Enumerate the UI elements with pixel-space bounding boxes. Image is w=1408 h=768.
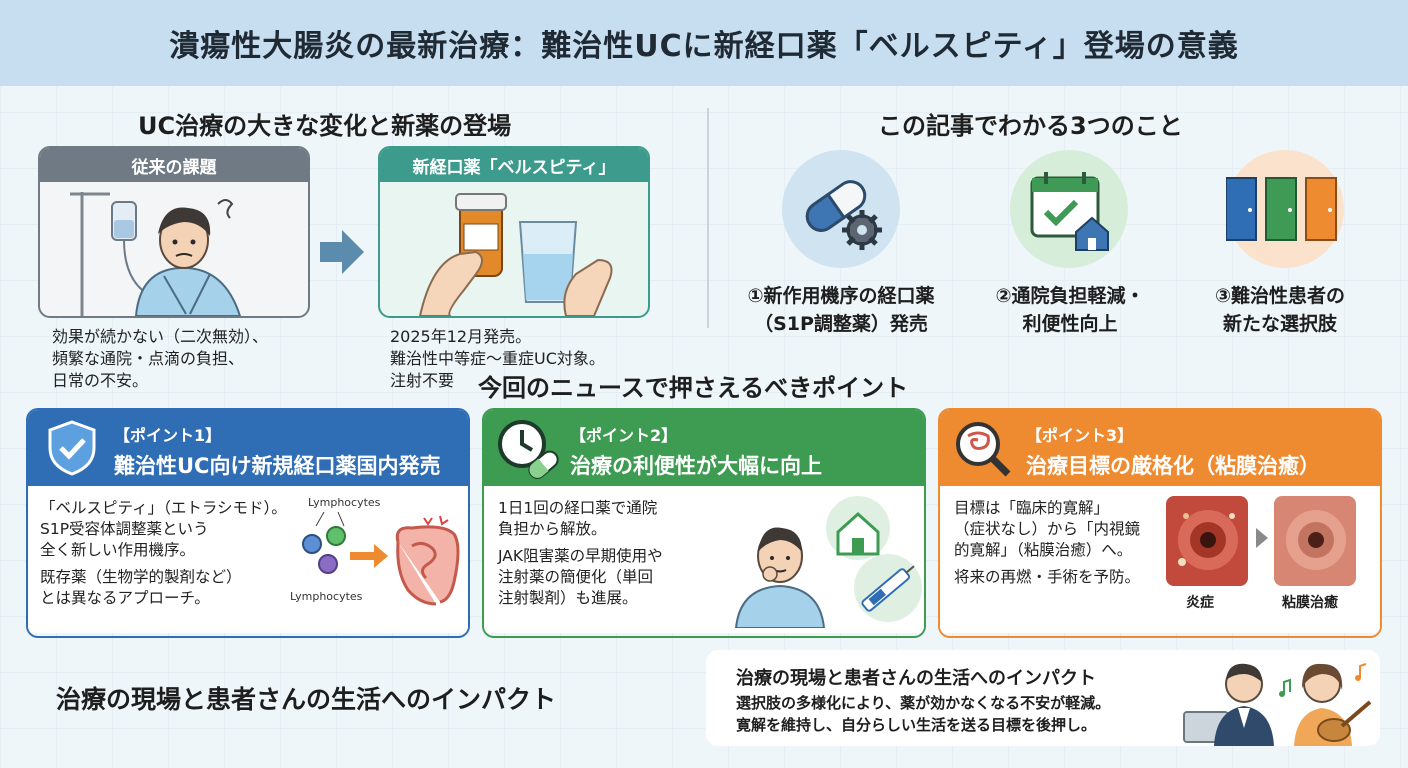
point-1-line: 全く新しい作用機序。 [40,541,196,559]
points-section-title: 今回のニュースで押さえるべきポイント [478,374,909,402]
learn-item-3-line1: ③難治性患者の [1214,285,1346,307]
learn-item-1-line1: ①新作用機序の経口薬 [747,285,935,307]
learn-item-1-line2: （S1P調整薬）発売 [754,313,928,335]
capsule-gear-icon [782,150,900,268]
endoscopy-inflammation-image [1166,496,1248,586]
patient-home-injector-illustration [734,496,922,628]
new-drug-card: 新経口薬「ベルスピティ」 [378,146,650,318]
header-banner: 潰瘍性大腸炎の最新治療：難治性UCに新経口薬「ベルスピティ」登場の意義 [0,0,1408,86]
point-3-line: 将来の再燃・手術を予防。 [954,568,1141,586]
impact-box: 治療の現場と患者さんの生活へのインパクト 選択肢の多様化により、薬が効かなくなる… [706,650,1380,746]
left-section-title: UC治療の大きな変化と新薬の登場 [138,112,512,140]
point-3-label: 【ポイント3】 [1026,426,1134,445]
new-drug-line: 難治性中等症〜重症UC対象。 [390,349,605,368]
arrow-right-icon [320,230,364,274]
point-3-line: 目標は「臨床的寛解」 [954,499,1110,517]
new-drug-label: 新経口薬「ベルスピティ」 [380,148,648,182]
magnifier-intestine-icon [956,422,1011,477]
point-3-title: 治療目標の厳格化（粘膜治癒） [1026,454,1320,478]
learn-item-2-line1: ②通院負担軽減・ [995,285,1145,307]
impact-line: 選択肢の多様化により、薬が効かなくなる不安が軽減。 [736,694,1111,712]
old-issues-line: 日常の不安。 [52,371,149,390]
point-2-line: 1日1回の経口薬で通院 [498,499,658,517]
point-1-line: 「ベルスピティ」（エトラシモド）。 [40,499,287,517]
impact-heading: 治療の現場と患者さんの生活へのインパクト [56,685,557,714]
impact-line: 寛解を維持し、自分らしい生活を送る目標を後押し。 [736,716,1097,734]
section-divider [707,108,709,328]
old-issues-card: 従来の課題 [38,146,310,318]
point-card-3: 【ポイント3】 治療目標の厳格化（粘膜治癒） 目標は「臨床的寛解」 （症状なし）… [938,408,1382,638]
point-card-2: 【ポイント2】 治療の利便性が大幅に向上 1日1回の経口薬で通院 負担から解放。… [482,408,926,638]
point-2-line: JAK阻害薬の早期使用や [498,547,663,565]
doors-icon [1225,150,1344,268]
shield-check-icon [48,420,96,476]
old-issues-line: 頻繁な通院・点滴の負担、 [52,349,245,368]
endoscopy-healed-image [1274,496,1356,586]
learn-item-2: ②通院負担軽減・ 利便性向上 [970,282,1170,338]
old-issues-line: 効果が続かない（二次無効）、 [52,327,269,346]
point-2-label: 【ポイント2】 [570,426,678,445]
mucosal-healing-caption: 粘膜治癒 [1282,595,1338,611]
clock-capsule-icon [498,420,559,479]
page-title: 潰瘍性大腸炎の最新治療：難治性UCに新経口薬「ベルスピティ」登場の意義 [169,29,1239,64]
point-1-line: とは異なるアプローチ。 [40,589,210,607]
learn-item-3: ③難治性患者の 新たな選択肢 [1180,282,1380,338]
pill-bottle-and-water-illustration [418,193,613,316]
new-drug-line: 2025年12月発売。 [390,327,532,346]
point-card-1: 【ポイント1】 難治性UC向け新規経口薬国内発売 「ベルスピティ」（エトラシモド… [26,408,470,638]
point-1-line: S1P受容体調整薬という [40,520,209,538]
lymphocytes-label-top: Lymphocytes [308,496,381,509]
point-1-label: 【ポイント1】 [114,426,222,445]
old-issues-label: 従来の課題 [40,148,308,182]
learn-item-3-line2: 新たな選択肢 [1222,313,1337,335]
impact-box-title: 治療の現場と患者さんの生活へのインパクト [736,668,1096,689]
point-2-line: 注射薬の簡便化（単回 [498,568,654,586]
doctor-and-patient-illustration [1183,663,1372,746]
point-2-line: 負担から解放。 [498,520,607,538]
point-1-title: 難治性UC向け新規経口薬国内発売 [114,454,441,478]
inflammation-caption: 炎症 [1186,595,1214,611]
learn-item-2-line2: 利便性向上 [1022,313,1118,335]
right-section-title: この記事でわかる3つのこと [878,112,1183,140]
point-3-line: 的寛解」（粘膜治癒）へ。 [954,541,1133,559]
new-drug-line: 注射不要 [390,371,455,390]
point-1-line: 既存薬（生物学的製剤など） [40,568,242,586]
patient-iv-illustration [70,192,242,316]
arrow-right-icon [1256,528,1268,548]
lymphocytes-label-bottom: Lymphocytes [290,590,363,603]
point-2-title: 治療の利便性が大幅に向上 [570,454,822,478]
learn-item-1: ①新作用機序の経口薬 （S1P調整薬）発売 [716,282,966,338]
point-3-line: （症状なし）から「内視鏡 [954,520,1141,538]
point-2-line: 注射製剤）も進展。 [498,589,638,607]
calendar-home-icon [1010,150,1128,268]
lymphocyte-intestine-illustration [302,512,460,606]
